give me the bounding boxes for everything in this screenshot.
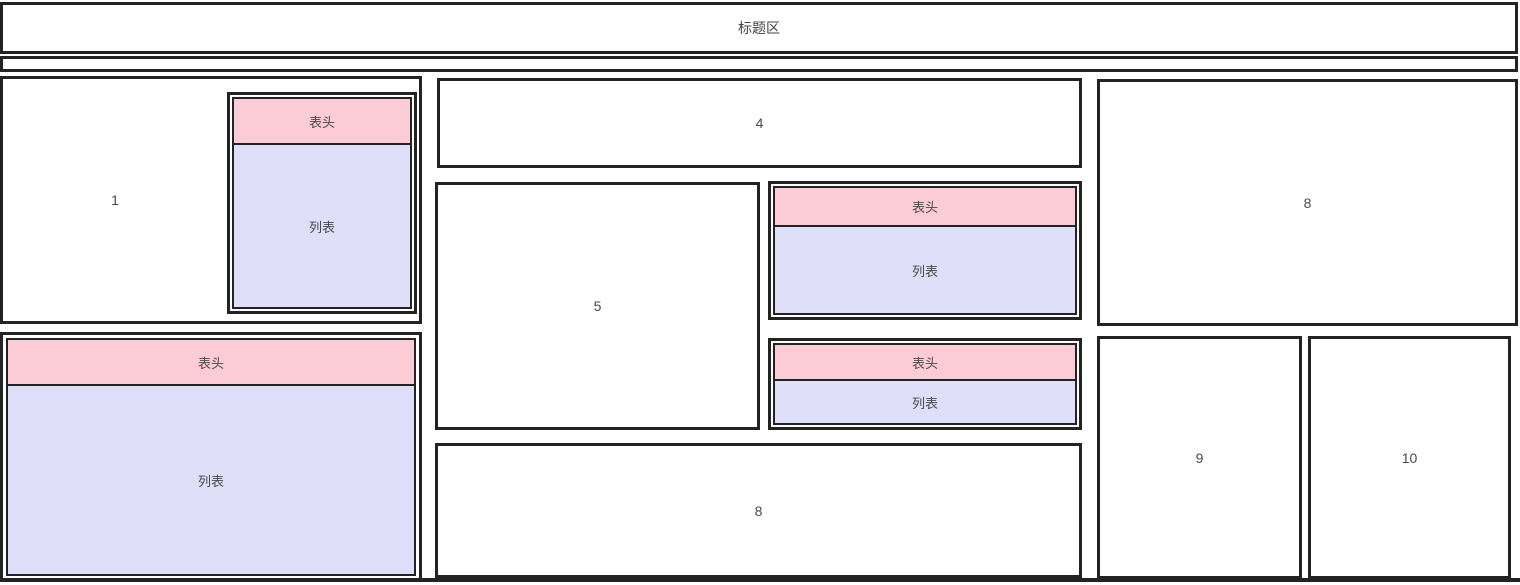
panel-10-number: 10: [1401, 449, 1418, 466]
panel-8-right-number: 8: [1303, 194, 1312, 211]
panel-2-table-widget[interactable]: 表头 列表: [0, 332, 422, 582]
panel-1[interactable]: 1 表头 列表: [0, 76, 422, 324]
panel-5[interactable]: 5: [435, 182, 760, 430]
title-bar-label: 标题区: [738, 20, 780, 36]
panel-8-middle[interactable]: 8: [435, 443, 1082, 578]
panel-1-number: 1: [111, 192, 119, 208]
panel-5-number: 5: [593, 298, 602, 314]
table-header-cell: 表头: [773, 343, 1077, 381]
panel-4-number: 4: [755, 115, 764, 131]
table-list-area[interactable]: 列表: [773, 227, 1077, 315]
panel-8-middle-number: 8: [754, 502, 763, 519]
panel-9[interactable]: 9: [1097, 336, 1302, 579]
bottom-divider: [0, 578, 1520, 582]
title-bar: 标题区: [0, 2, 1518, 54]
table-list-area[interactable]: 列表: [773, 381, 1077, 425]
table-widget-7[interactable]: 表头 列表: [768, 338, 1082, 430]
panel-10[interactable]: 10: [1308, 336, 1511, 579]
table-header-cell: 表头: [6, 338, 416, 386]
table-list-area[interactable]: 列表: [6, 386, 416, 576]
toolbar-strip: [0, 56, 1518, 72]
panel-8-right[interactable]: 8: [1097, 79, 1518, 326]
panel-9-number: 9: [1195, 449, 1204, 466]
table-header-cell: 表头: [773, 186, 1077, 227]
table-header-cell: 表头: [232, 97, 412, 145]
panel-4[interactable]: 4: [437, 78, 1082, 168]
table-widget-6[interactable]: 表头 列表: [768, 181, 1082, 320]
table-list-area[interactable]: 列表: [232, 145, 412, 309]
table-widget-1[interactable]: 表头 列表: [227, 92, 417, 314]
